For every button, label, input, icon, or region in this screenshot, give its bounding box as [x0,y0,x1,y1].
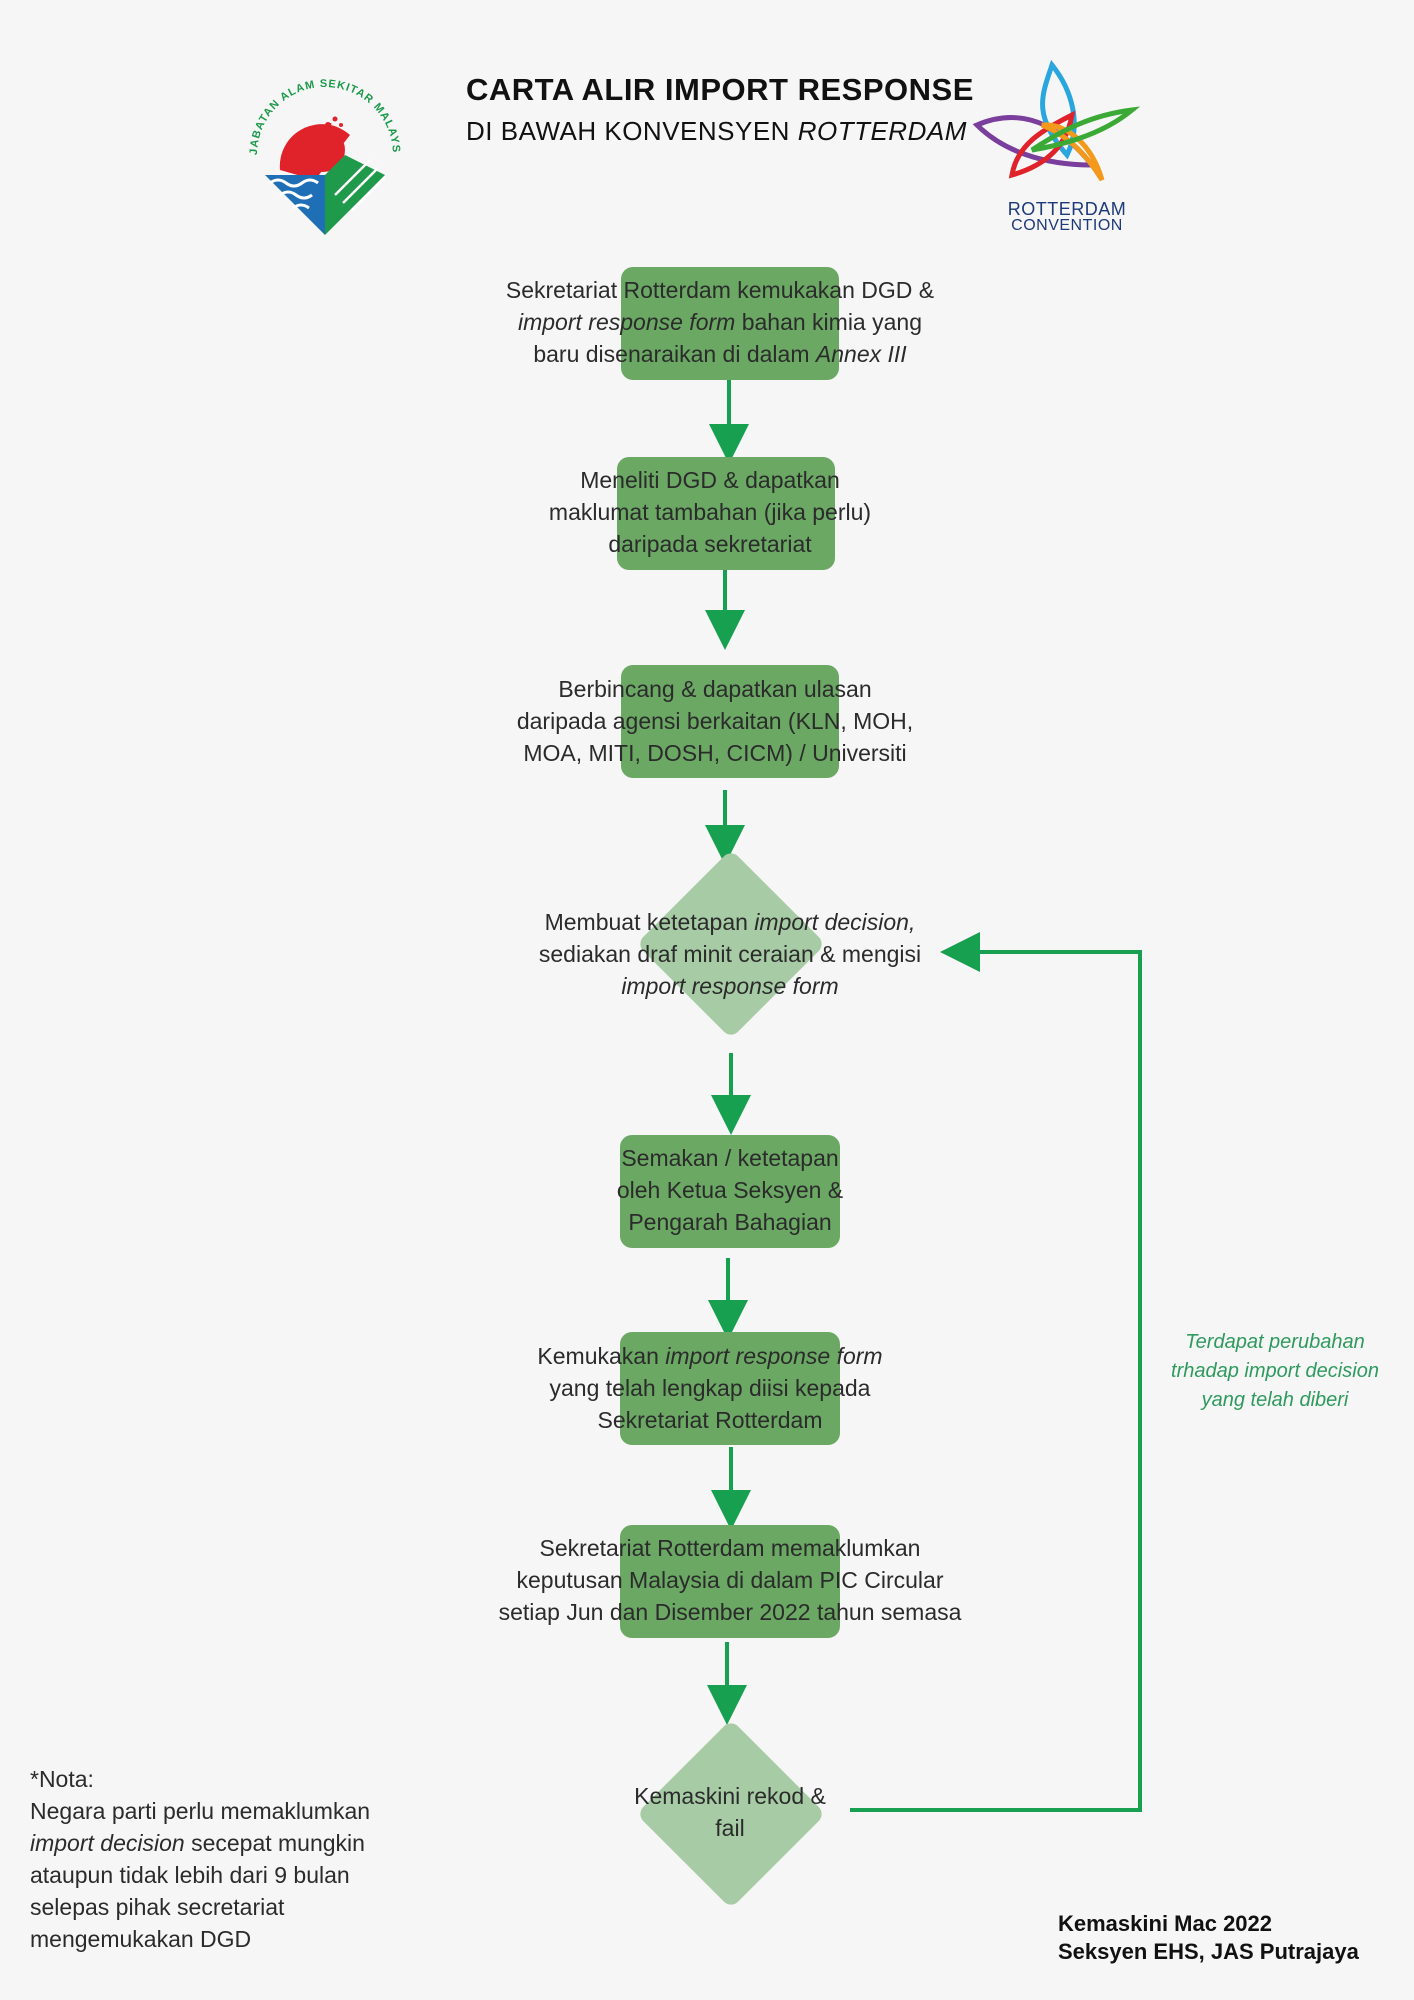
step-5-line1: Semakan / ketetapan [621,1145,839,1171]
step-6-box [620,1332,840,1445]
nota-heading: *Nota: [30,1766,94,1792]
step-1-line2-italic: import response form [518,309,736,335]
step-1-line1: Sekretariat Rotterdam kemukakan DGD & [505,277,935,303]
step-4-line1-italic: import decision, [754,909,916,935]
nota-line2: import decision secepat mungkin [30,1827,450,1859]
step-7-line3: setiap Jun dan Disember 2022 tahun semas… [498,1599,962,1625]
step-3-line2: daripada agensi berkaitan (KLN, MOH, [516,708,914,734]
page-subtitle: DI BAWAH KONVENSYEN ROTTERDAM [466,116,986,147]
loop-note-line1: Terdapat perubahan [1185,1331,1365,1353]
nota-line1: Negara parti perlu memaklumkan [30,1798,371,1824]
step-7-text: Sekretariat Rotterdam memaklumkan keputu… [470,1532,990,1628]
step-3-box [621,665,839,778]
step-3-line1: Berbincang & dapatkan ulasan [558,676,872,702]
step-5-text: Semakan / ketetapan oleh Ketua Seksyen &… [560,1142,900,1238]
step-6-line2: yang telah lengkap diisi kepada [549,1375,871,1401]
rotterdam-logo-line1: ROTTERDAM [1007,199,1127,219]
step-8-text: Kemaskini rekod & fail [580,1780,880,1844]
step-2-line3: daripada sekretariat [608,531,812,557]
step-7-line2: keputusan Malaysia di dalam PIC Circular [516,1567,944,1593]
step-6-line3: Sekretariat Rotterdam [597,1407,823,1433]
jas-malaysia-logo: JABATAN ALAM SEKITAR MALAYSIA [231,46,415,235]
step-6-line1: Kemukakan import response form [490,1340,930,1372]
step-1-line3-italic: Annex III [815,341,907,367]
nota-line5: mengemukakan DGD [30,1926,252,1952]
loop-note-line3: yang telah diberi [1201,1389,1349,1411]
step-4-line3-italic: import response form [621,973,839,999]
step-8-line2: fail [715,1815,745,1841]
step-5-box [620,1135,840,1248]
step-1-text: Sekretariat Rotterdam kemukakan DGD & im… [450,274,990,370]
page-title: CARTA ALIR IMPORT RESPONSE [466,72,974,107]
step-1-box [621,267,839,380]
step-6-line1-prefix: Kemukakan [537,1343,666,1369]
step-2-line1: Meneliti DGD & dapatkan [580,467,840,493]
footer-line2: Seksyen EHS, JAS Putrajaya [1058,1939,1359,1964]
step-4-line3: import response form [480,970,980,1002]
step-6-line1-italic: import response form [665,1343,883,1369]
step-5-line2: oleh Ketua Seksyen & [616,1177,844,1203]
step-1-line3-prefix: baru disenaraikan di dalam [533,341,816,367]
feedback-loop-arrow [850,932,1142,1812]
step-6-text: Kemukakan import response form yang tela… [490,1340,930,1436]
step-3-line3: MOA, MITI, DOSH, CICM) / Universiti [523,740,907,766]
step-2-line2: maklumat tambahan (jika perlu) [548,499,872,525]
step-4-line1-prefix: Membuat ketetapan [544,909,755,935]
footer: Kemaskini Mac 2022 Seksyen EHS, JAS Putr… [1058,1910,1408,1966]
step-1-line3: baru disenaraikan di dalam Annex III [450,338,990,370]
step-7-line1: Sekretariat Rotterdam memaklumkan [539,1535,921,1561]
step-1-line2: import response form bahan kimia yang [450,306,990,338]
subtitle-italic: ROTTERDAM [797,116,967,146]
step-4-text: Membuat ketetapan import decision, sedia… [480,906,980,1002]
step-8-line1: Kemaskini rekod & [634,1783,826,1809]
step-7-box [620,1525,840,1638]
rotterdam-logo-line2: CONVENTION [1011,217,1123,234]
step-4-line1: Membuat ketetapan import decision, [480,906,980,938]
step-2-text: Meneliti DGD & dapatkan maklumat tambaha… [470,464,950,560]
nota-line2-rest: secepat mungkin [184,1830,365,1856]
nota-line4: selepas pihak secretariat [30,1894,285,1920]
step-4-line2: sediakan draf minit ceraian & mengisi [538,941,922,967]
nota-block: *Nota: Negara parti perlu memaklumkan im… [30,1763,450,1955]
subtitle-text: DI BAWAH KONVENSYEN [466,116,798,146]
loop-note: Terdapat perubahan trhadap import decisi… [1140,1328,1410,1415]
step-5-line3: Pengarah Bahagian [628,1209,832,1235]
loop-note-line2: trhadap import decision [1171,1360,1379,1382]
nota-line2-italic: import decision [30,1830,185,1856]
step-1-line2-rest: bahan kimia yang [735,309,922,335]
step-3-text: Berbincang & dapatkan ulasan daripada ag… [470,673,960,769]
nota-line3: ataupun tidak lebih dari 9 bulan [30,1862,350,1888]
footer-line1: Kemaskini Mac 2022 [1058,1911,1273,1936]
rotterdam-convention-logo: ROTTERDAM CONVENTION [972,55,1162,240]
step-2-box [617,457,835,570]
